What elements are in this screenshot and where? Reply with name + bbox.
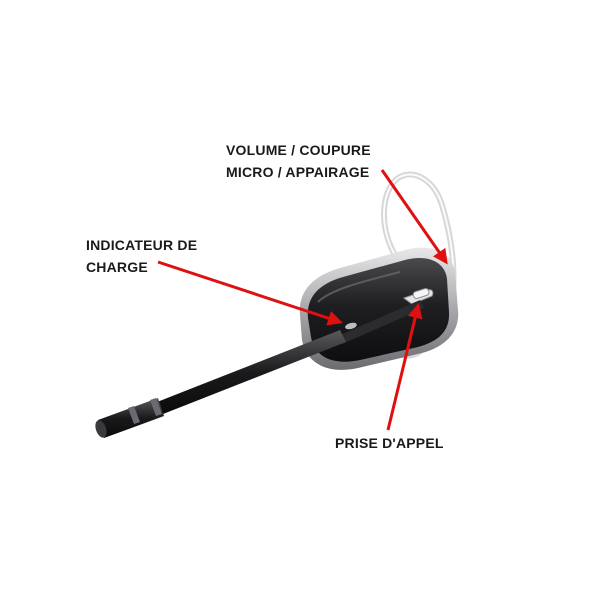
callout-arrows: [157, 169, 448, 431]
callout-volume-label: VOLUME / COUPURE MICRO / APPAIRAGE: [226, 139, 371, 183]
boom-microphone: [95, 300, 424, 438]
callout-charge-line-1: INDICATEUR DE: [86, 237, 198, 253]
arrow-volume: [380, 169, 448, 265]
callout-volume-line-2: MICRO / APPAIRAGE: [226, 164, 370, 180]
callout-charge-label: INDICATEUR DE CHARGE: [86, 234, 197, 278]
callout-volume-line-1: VOLUME / COUPURE: [226, 142, 371, 158]
headset-body: [299, 247, 459, 370]
callout-charge-line-2: CHARGE: [86, 259, 148, 275]
callout-call-label: PRISE D'APPEL: [335, 432, 444, 454]
callout-call-line-1: PRISE D'APPEL: [335, 435, 444, 451]
arrow-charge: [157, 260, 343, 326]
arrow-call: [386, 303, 423, 431]
